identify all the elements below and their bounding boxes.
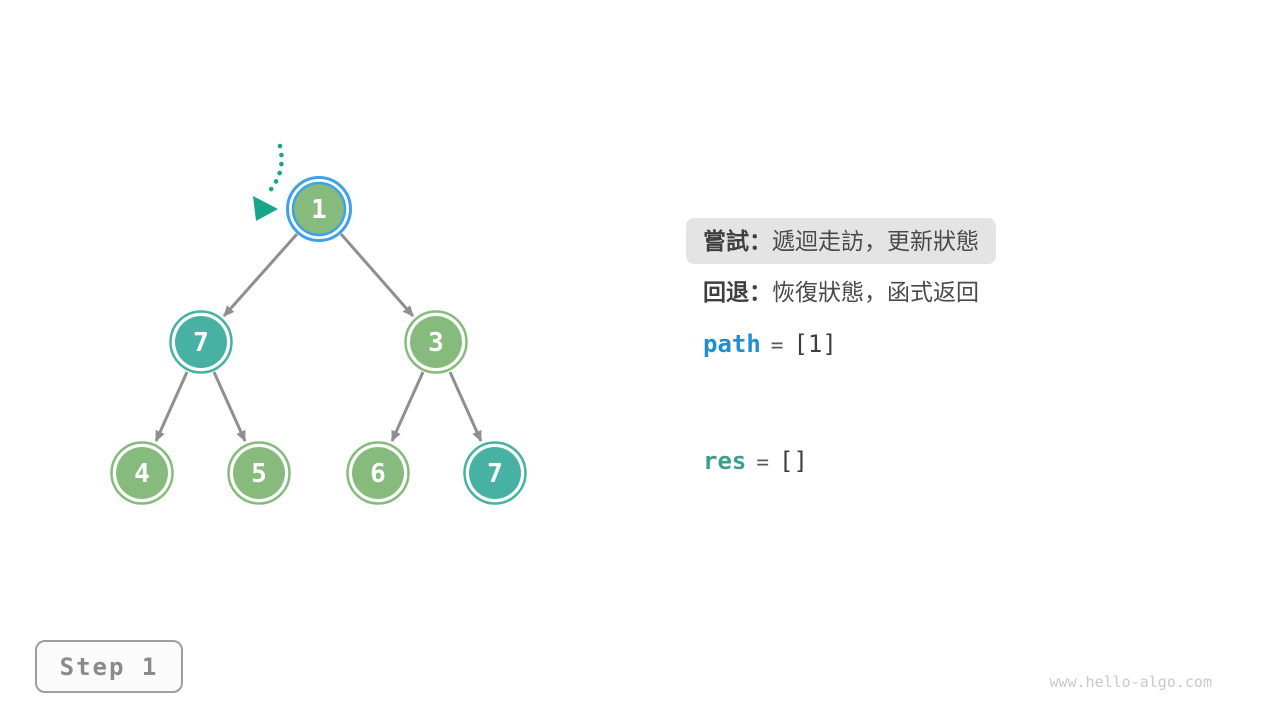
node-circle [410,316,462,368]
node-label: 3 [428,328,444,358]
tree-edge [212,371,247,442]
path-expression: path = [1] [703,329,837,360]
res-expression: res = [] [703,446,808,477]
node-ring [286,176,352,242]
annotation-backtrack-label: 回退： [703,279,772,305]
node-ring [346,441,410,505]
tree-node-4: 4 [110,441,174,505]
tree-edge [222,233,299,317]
annotation-try: 嘗試：遞迴走訪，更新狀態 [686,218,996,264]
tree-node-1: 1 [286,176,352,242]
tree-node-5: 5 [227,441,291,505]
tree-edge [154,371,189,442]
annotation-backtrack: 回退：恢復狀態，函式返回 [703,278,979,306]
node-label: 7 [487,459,503,489]
res-variable: res [703,447,747,475]
node-circle [352,447,404,499]
node-ring [404,310,468,374]
tree-node-7-left: 7 [169,310,233,374]
tree-edge [339,233,415,317]
node-label: 4 [134,459,150,489]
node-label: 7 [193,328,209,358]
current-pointer-arrow-icon [253,143,284,221]
tree-node-6: 6 [346,441,410,505]
node-circle [291,181,347,237]
pointer-arrowhead-icon [253,196,278,221]
tree-edge [448,371,483,442]
binary-tree-diagram: 1 7 3 4 5 6 7 [110,143,527,505]
node-label: 5 [251,459,267,489]
node-ring [110,441,174,505]
node-ring [169,310,233,374]
annotation-try-text: 遞迴走訪，更新狀態 [772,228,979,254]
node-label: 6 [370,459,386,489]
watermark: www.hello-algo.com [1049,673,1212,691]
node-label: 1 [311,195,327,225]
res-value: [] [779,447,808,475]
node-circle [233,447,285,499]
equals-sign: = [756,450,770,474]
annotation-try-label: 嘗試： [703,228,772,254]
tree-edges [154,233,483,442]
node-ring [227,441,291,505]
node-ring [463,441,527,505]
path-variable: path [703,330,761,358]
path-value: [1] [793,330,837,358]
node-circle [469,447,521,499]
tree-node-3: 3 [404,310,468,374]
annotation-backtrack-text: 恢復狀態，函式返回 [772,279,979,305]
equals-sign: = [770,333,784,357]
node-circle [175,316,227,368]
pointer-dotted-trail [264,143,284,197]
step-badge: Step 1 [35,640,183,693]
node-circle [116,447,168,499]
tree-node-7-right: 7 [463,441,527,505]
tree-edge [390,371,425,442]
